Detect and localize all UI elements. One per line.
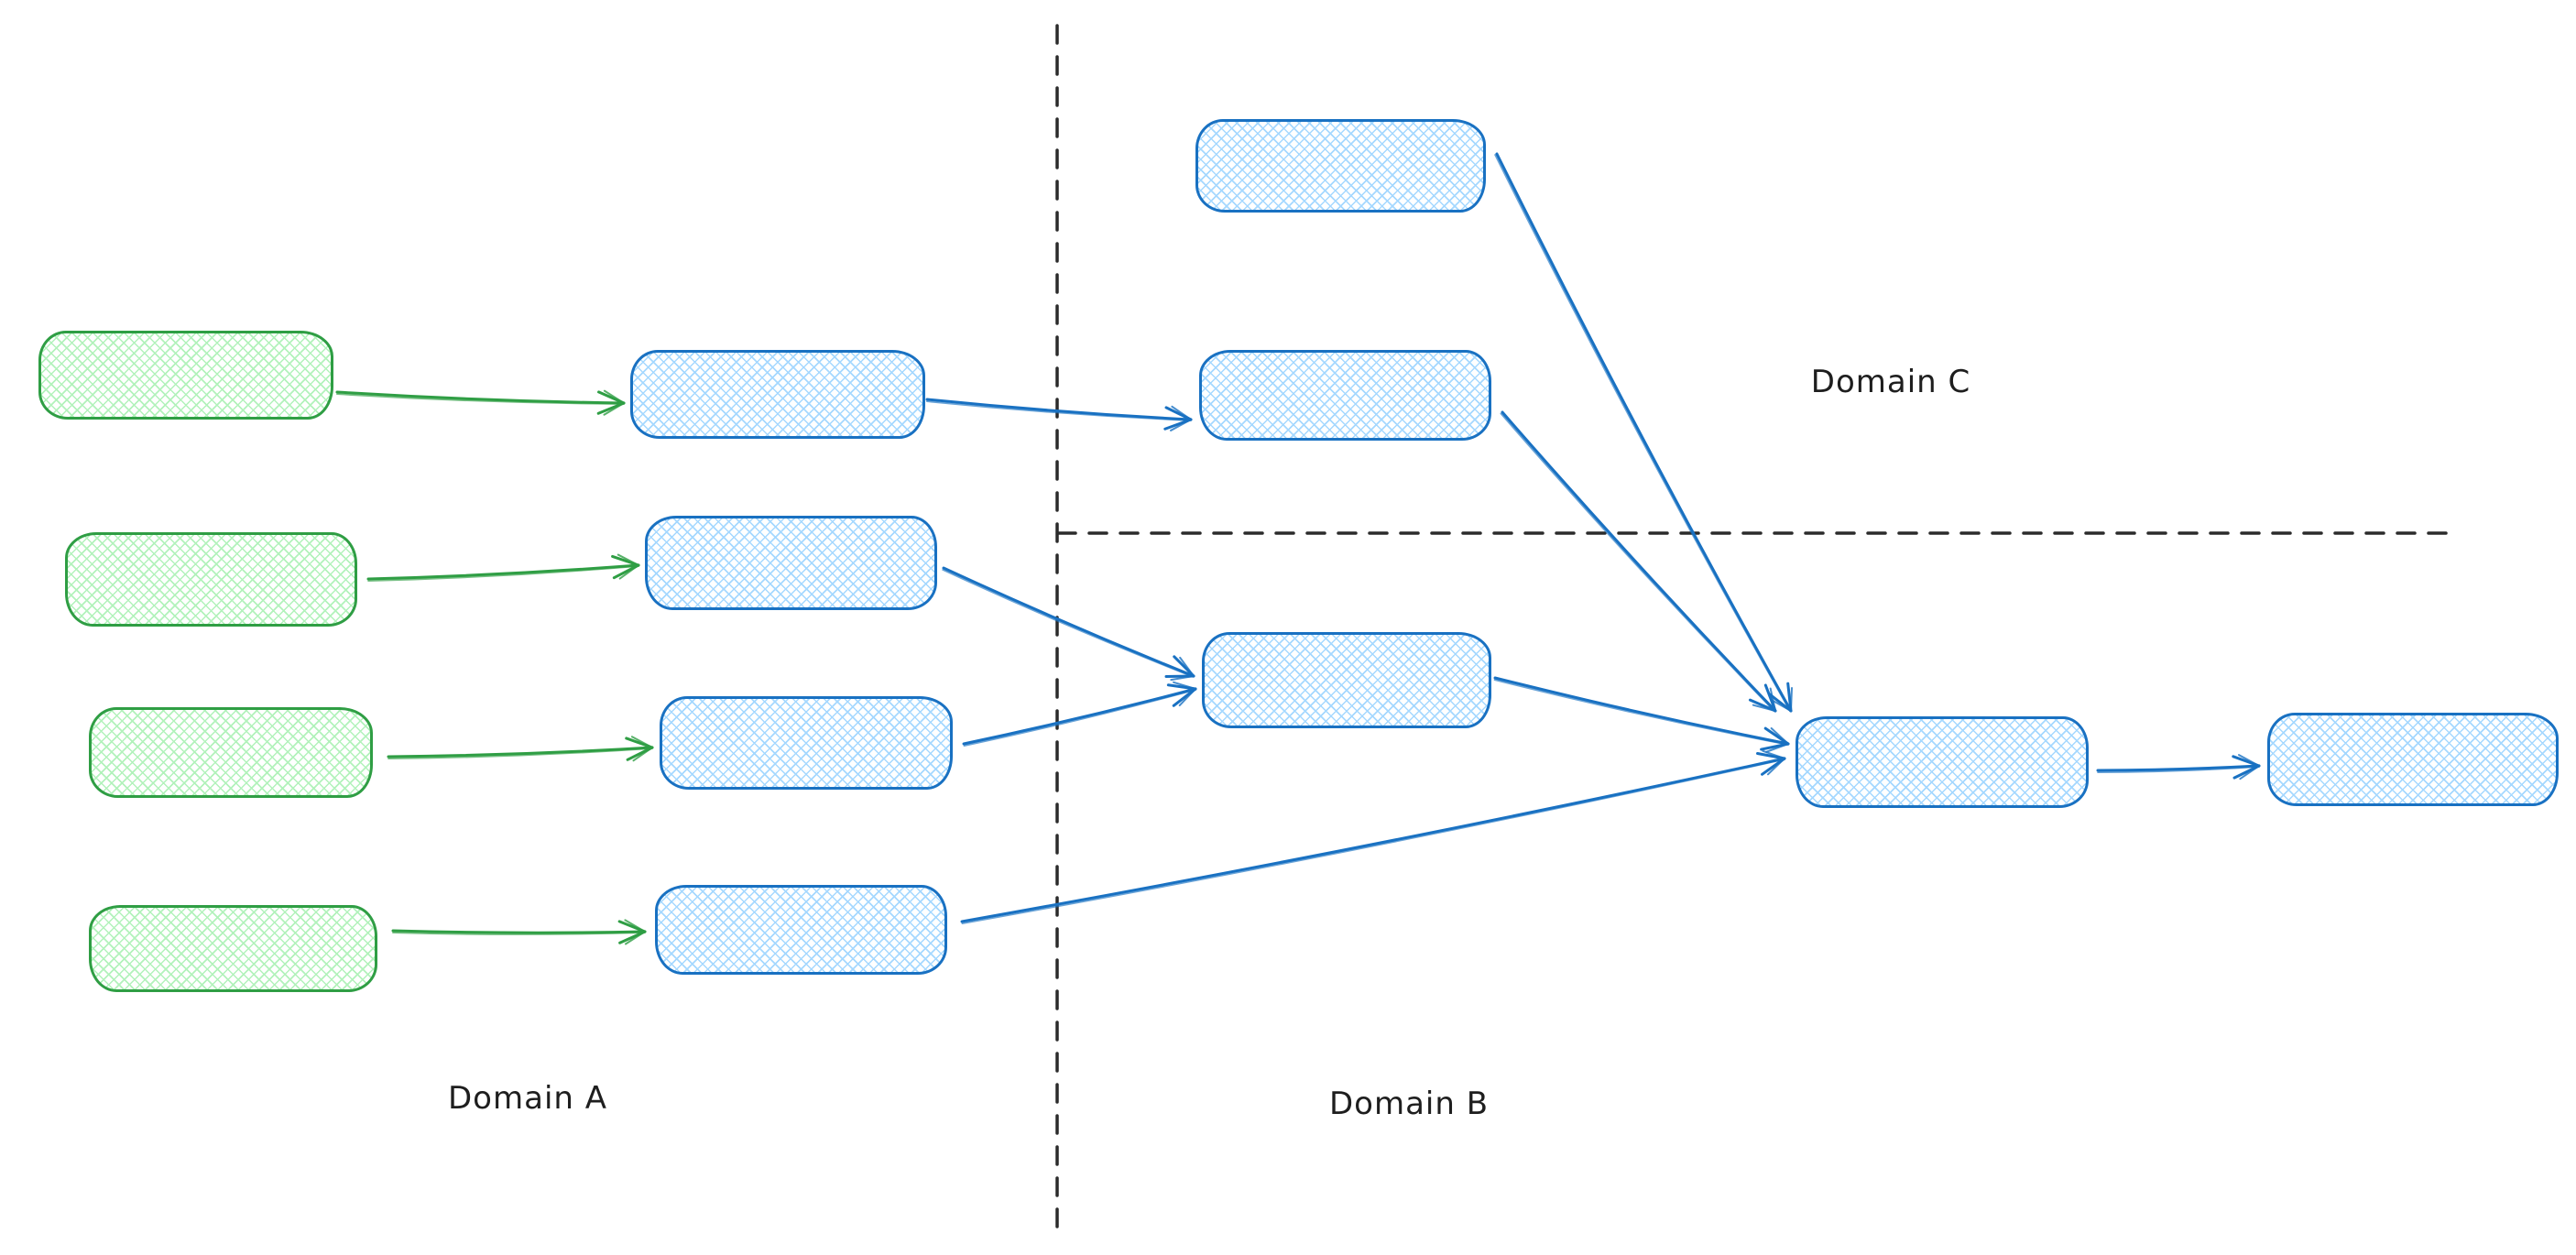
domain-a-source-node-2: [65, 532, 357, 627]
domain-a-source-node-3: [89, 707, 373, 798]
domain-b-node-upper: [1199, 350, 1491, 441]
domain-c-output-node: [2267, 713, 2559, 806]
domain-a-label: Domain A: [448, 1080, 607, 1117]
arrow-green-4: [391, 919, 647, 945]
domain-a-blue-node-4: [655, 885, 947, 975]
domain-c-label: Domain C: [1810, 364, 1971, 400]
domain-b-node-middle: [1202, 632, 1491, 728]
domain-b-node-top: [1195, 119, 1486, 213]
arrow-blue-6: [1500, 410, 1777, 713]
arrow-blue-8: [2096, 754, 2261, 780]
arrow-green-1: [335, 389, 626, 416]
domain-a-source-node-1: [38, 331, 333, 420]
arrow-blue-3: [962, 681, 1197, 747]
domain-a-blue-node-1: [630, 350, 925, 439]
arrow-green-3: [387, 736, 654, 762]
domain-a-blue-node-3: [660, 696, 953, 790]
arrow-blue-7: [1493, 676, 1790, 753]
domain-a-source-node-4: [89, 905, 377, 992]
arrow-green-2: [366, 553, 640, 583]
domain-a-blue-node-2: [645, 516, 937, 610]
arrow-blue-1: [925, 398, 1193, 431]
arrow-blue-4: [960, 749, 1786, 925]
domain-b-label: Domain B: [1328, 1086, 1490, 1122]
arrow-blue-5: [1494, 152, 1794, 713]
arrow-blue-2: [942, 566, 1195, 682]
domain-c-hub-node: [1796, 716, 2089, 808]
